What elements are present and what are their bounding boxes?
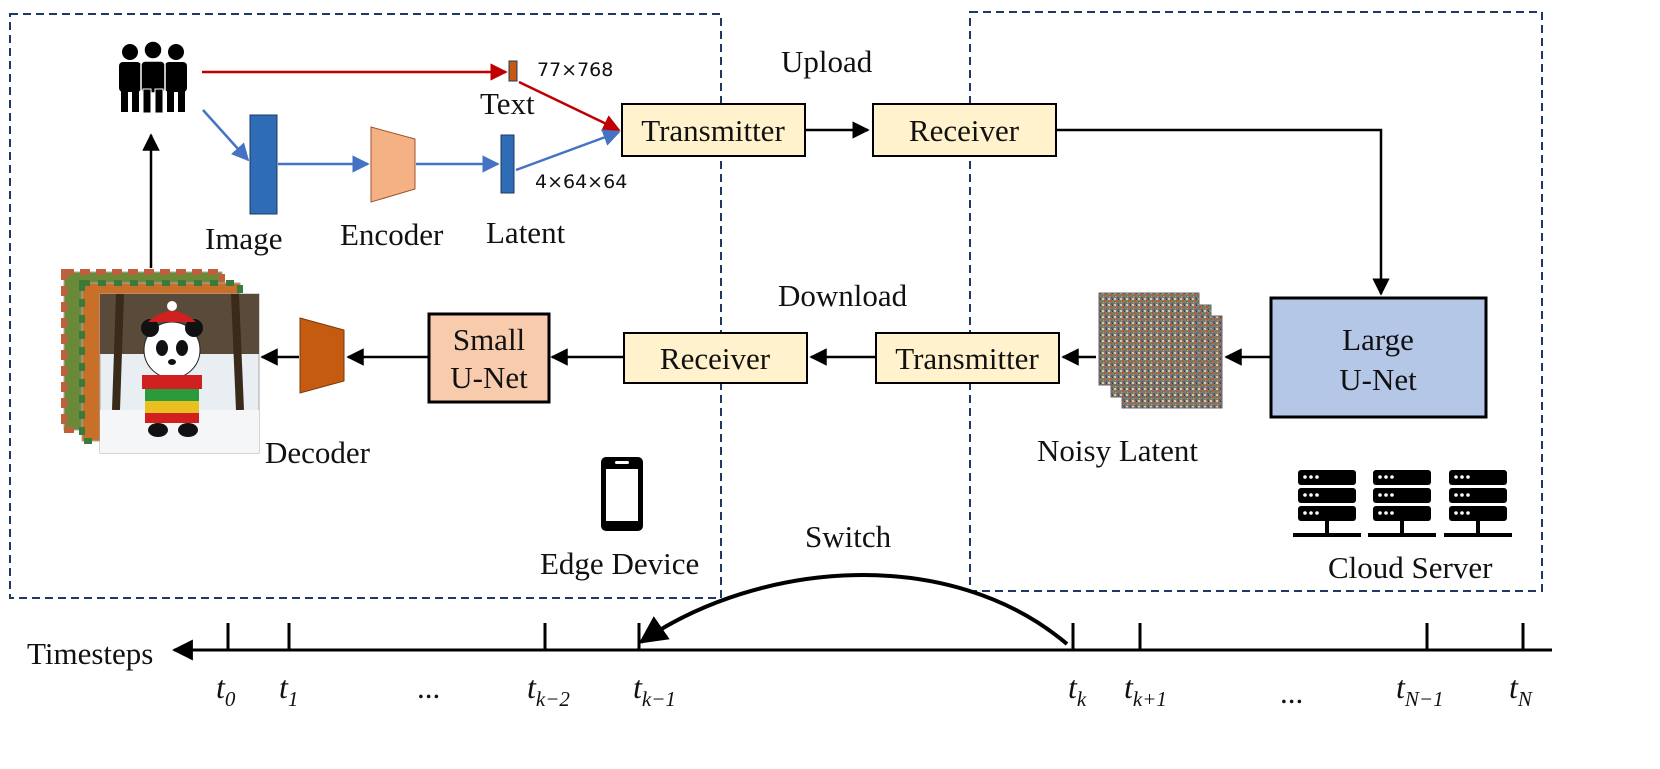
- edge-device-label: Edge Device: [540, 546, 699, 581]
- small-unet-label-line2: U-Net: [450, 360, 528, 395]
- receiver-to-large-unet-arrow: [1057, 128, 1390, 296]
- download-label: Download: [778, 278, 908, 313]
- receiver-up-label: Receiver: [909, 113, 1020, 148]
- smartphone-icon: [601, 457, 643, 531]
- noise-latent-stack: [1098, 292, 1223, 409]
- image-label: Image: [205, 221, 282, 256]
- dim-text: 77×768: [537, 59, 613, 81]
- tick-label-t0: t0: [216, 669, 236, 711]
- generated-image-stack: [61, 269, 260, 454]
- large-unet-box: [1269, 296, 1488, 419]
- cloud-server-label: Cloud Server: [1328, 550, 1493, 585]
- small-unet-label-line1: Small: [453, 322, 525, 357]
- encoder-label: Encoder: [340, 217, 444, 252]
- dim-latent: 4×64×64: [535, 171, 627, 193]
- edge-device-region: [9, 13, 722, 599]
- tick-label-tN-1: tN−1: [1396, 669, 1444, 711]
- switch-arrow: [638, 573, 1069, 646]
- text-to-transmitter-arrow: [518, 80, 621, 132]
- decoder-label: Decoder: [265, 435, 371, 470]
- tick-label-tk+1: tk+1: [1124, 669, 1167, 711]
- receiver-down-box: [623, 332, 808, 384]
- tick-label-tk: tk: [1068, 669, 1087, 711]
- people-to-image-arrow: [202, 109, 250, 162]
- transmitter-down-label: Transmitter: [895, 341, 1039, 376]
- decoder-shape: [299, 317, 345, 394]
- receiver-down-label: Receiver: [660, 341, 771, 376]
- server-rack-icon: [1293, 470, 1512, 537]
- latent-bar: [500, 134, 515, 194]
- text-embedding-bar: [508, 60, 518, 82]
- switch-label: Switch: [805, 519, 892, 554]
- upload-label: Upload: [781, 44, 873, 79]
- timeline-ticks: [226, 623, 1525, 650]
- transmitter-down-box: [875, 332, 1060, 384]
- transmitter-up-label: Transmitter: [641, 113, 785, 148]
- timesteps-label: Timesteps: [27, 636, 153, 671]
- transmitter-up-box: [621, 103, 806, 157]
- receiver-up-box: [872, 103, 1057, 157]
- image-bar: [249, 114, 278, 215]
- tick-label-t1: t1: [279, 669, 298, 711]
- latent-label: Latent: [486, 215, 566, 250]
- timeline-ellipsis-right: ...: [1280, 675, 1303, 710]
- small-unet-box: [427, 312, 551, 404]
- tick-label-tk-1: tk−1: [633, 669, 676, 711]
- noisy-latent-label: Noisy Latent: [1037, 433, 1198, 468]
- timeline-ellipsis-left: ...: [417, 670, 440, 705]
- large-unet-label-line2: U-Net: [1339, 362, 1417, 397]
- encoder-shape: [370, 126, 416, 203]
- cloud-server-region: [969, 11, 1543, 592]
- latent-to-transmitter-arrow: [515, 129, 621, 172]
- people-icon: [119, 40, 187, 114]
- tick-label-tk-2: tk−2: [527, 669, 570, 711]
- text-label: Text: [480, 86, 535, 121]
- large-unet-label-line1: Large: [1342, 322, 1414, 357]
- tick-label-tN: tN: [1509, 669, 1533, 711]
